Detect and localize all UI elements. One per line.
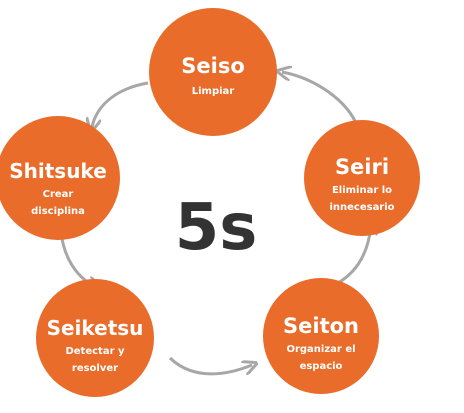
node-seiso-subtitle: Limpiar — [192, 86, 235, 97]
arrow-seiso-to-shitsuke — [92, 81, 149, 127]
arrow-seiketsu-to-seiton — [168, 356, 252, 376]
node-seiri-subtitle-line1: Eliminar lo — [332, 185, 392, 196]
node-seiketsu-circle — [36, 279, 154, 397]
node-seiso-circle — [149, 8, 277, 136]
node-shitsuke: Shitsuke Crear disciplina — [0, 116, 120, 240]
node-seiketsu-title: Seiketsu — [47, 316, 144, 340]
node-shitsuke-title: Shitsuke — [9, 159, 107, 183]
node-seiton: Seiton Organizar el espacio — [263, 278, 379, 394]
center-title: 5s — [175, 191, 258, 265]
node-seiketsu: Seiketsu Detectar y resolver — [36, 279, 154, 397]
node-seiton-subtitle-line2: espacio — [300, 361, 343, 372]
node-seiton-subtitle-line1: Organizar el — [286, 344, 355, 355]
arrow-seiri-to-seiso — [282, 72, 360, 129]
node-seiri-title: Seiri — [335, 155, 389, 179]
node-seiketsu-subtitle-line1: Detectar y — [65, 346, 125, 357]
node-shitsuke-circle — [0, 116, 120, 240]
node-seiton-circle — [263, 278, 379, 394]
node-seiso-title: Seiso — [181, 54, 245, 78]
node-seiso: Seiso Limpiar — [149, 8, 277, 136]
node-shitsuke-subtitle-line2: disciplina — [31, 206, 85, 217]
node-seiketsu-subtitle-line2: resolver — [72, 363, 118, 374]
node-seiri-circle — [304, 120, 420, 236]
node-shitsuke-subtitle-line1: Crear — [43, 189, 74, 200]
node-seiri-subtitle-line2: innecesario — [329, 202, 394, 213]
node-seiton-title: Seiton — [283, 314, 359, 338]
node-seiri: Seiri Eliminar lo innecesario — [304, 120, 420, 236]
